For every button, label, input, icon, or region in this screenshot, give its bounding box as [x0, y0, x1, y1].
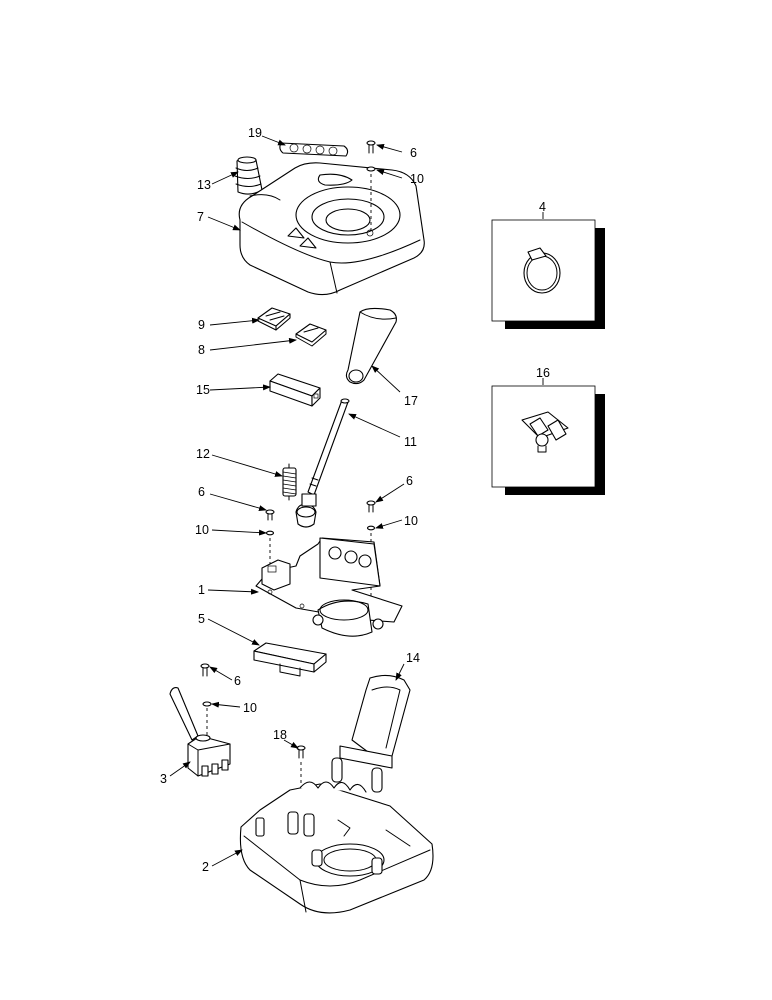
callout-6-mid-right: 6 [406, 474, 413, 488]
base-plate-part [255, 537, 403, 637]
callout-14: 14 [406, 651, 420, 665]
hose-clamp-part [523, 247, 561, 294]
callout-18: 18 [273, 728, 287, 742]
handle-knob-part [345, 307, 397, 385]
button-decal-strip-part [279, 142, 349, 157]
top-cover-part [238, 162, 425, 296]
callout-1: 1 [198, 583, 205, 597]
callout-15: 15 [196, 383, 210, 397]
callout-10-low: 10 [243, 701, 257, 715]
callout-7: 7 [197, 210, 204, 224]
callout-labels: 19 6 10 13 7 4 9 8 16 15 17 11 12 6 6 10… [160, 126, 550, 874]
callout-12: 12 [196, 447, 210, 461]
top-screw-part [366, 140, 376, 232]
guard-bracket-part [331, 674, 411, 793]
base-housing-part [239, 781, 434, 914]
callout-6-low: 6 [234, 674, 241, 688]
callout-19: 19 [248, 126, 262, 140]
callout-11: 11 [404, 435, 417, 449]
callout-6-mid-left: 6 [198, 485, 205, 499]
callout-17: 17 [404, 394, 418, 408]
rubber-boot-part [234, 156, 263, 195]
callout-6-top: 6 [410, 146, 417, 160]
toggle-switch-part [169, 687, 231, 777]
inset-panel-16 [491, 385, 605, 495]
callout-10-mid-right: 10 [404, 514, 418, 528]
inset-panel-4 [491, 219, 605, 329]
spring-part [282, 463, 297, 501]
pad-8-part [295, 323, 327, 347]
low-left-screw-part [200, 663, 212, 738]
callout-10-top: 10 [410, 172, 424, 186]
callout-3: 3 [160, 772, 167, 786]
leader-lines [169, 135, 544, 867]
mid-left-screw-part [265, 509, 275, 570]
callout-16: 16 [536, 366, 550, 380]
callout-10-mid-left: 10 [195, 523, 209, 537]
shaft-part [295, 398, 350, 528]
cable-clip-part [521, 411, 569, 453]
screw-18-part [296, 745, 306, 800]
block-15-part [269, 373, 321, 407]
callout-9: 9 [198, 318, 205, 332]
callout-4: 4 [539, 200, 546, 214]
module-5-part [253, 642, 327, 677]
callout-8: 8 [198, 343, 205, 357]
callout-2: 2 [202, 860, 209, 874]
pad-9-part [257, 307, 291, 331]
callout-13: 13 [197, 178, 211, 192]
callout-5: 5 [198, 612, 205, 626]
